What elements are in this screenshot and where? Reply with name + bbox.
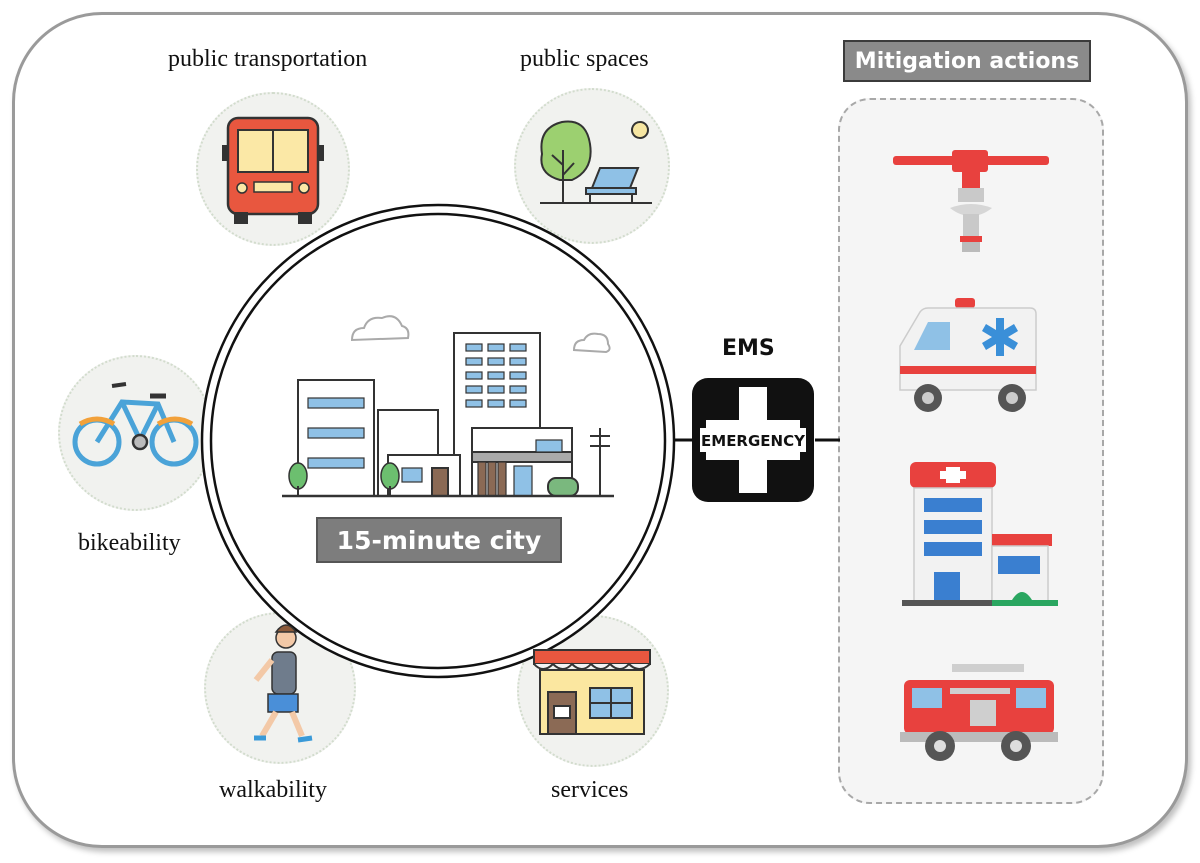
shop-icon — [533, 649, 651, 735]
bubble-public-spaces — [514, 88, 670, 244]
fire-sprinkler-icon — [893, 150, 1049, 252]
bus-icon — [222, 116, 324, 224]
ems-label: EMS — [722, 336, 775, 361]
label-public-transportation: public transportation — [168, 46, 368, 72]
emergency-sign-text: EMERGENCY — [701, 432, 806, 450]
emergency-sign-icon: EMERGENCY — [692, 378, 814, 502]
bicycle-icon — [72, 382, 199, 467]
walking-child-icon — [253, 624, 313, 743]
ambulance-icon — [899, 298, 1037, 412]
label-services: services — [551, 777, 629, 803]
label-walkability: walkability — [219, 777, 327, 803]
label-bikeability: bikeability — [78, 530, 181, 556]
city-skyline-icon — [282, 315, 614, 498]
label-public-spaces: public spaces — [520, 46, 649, 72]
park-bench-tree-icon — [540, 120, 652, 204]
center-title: 15-minute city — [316, 517, 562, 563]
mitigation-title: Mitigation actions — [843, 40, 1091, 82]
fire-truck-icon — [900, 664, 1058, 761]
hospital-icon — [902, 462, 1058, 606]
